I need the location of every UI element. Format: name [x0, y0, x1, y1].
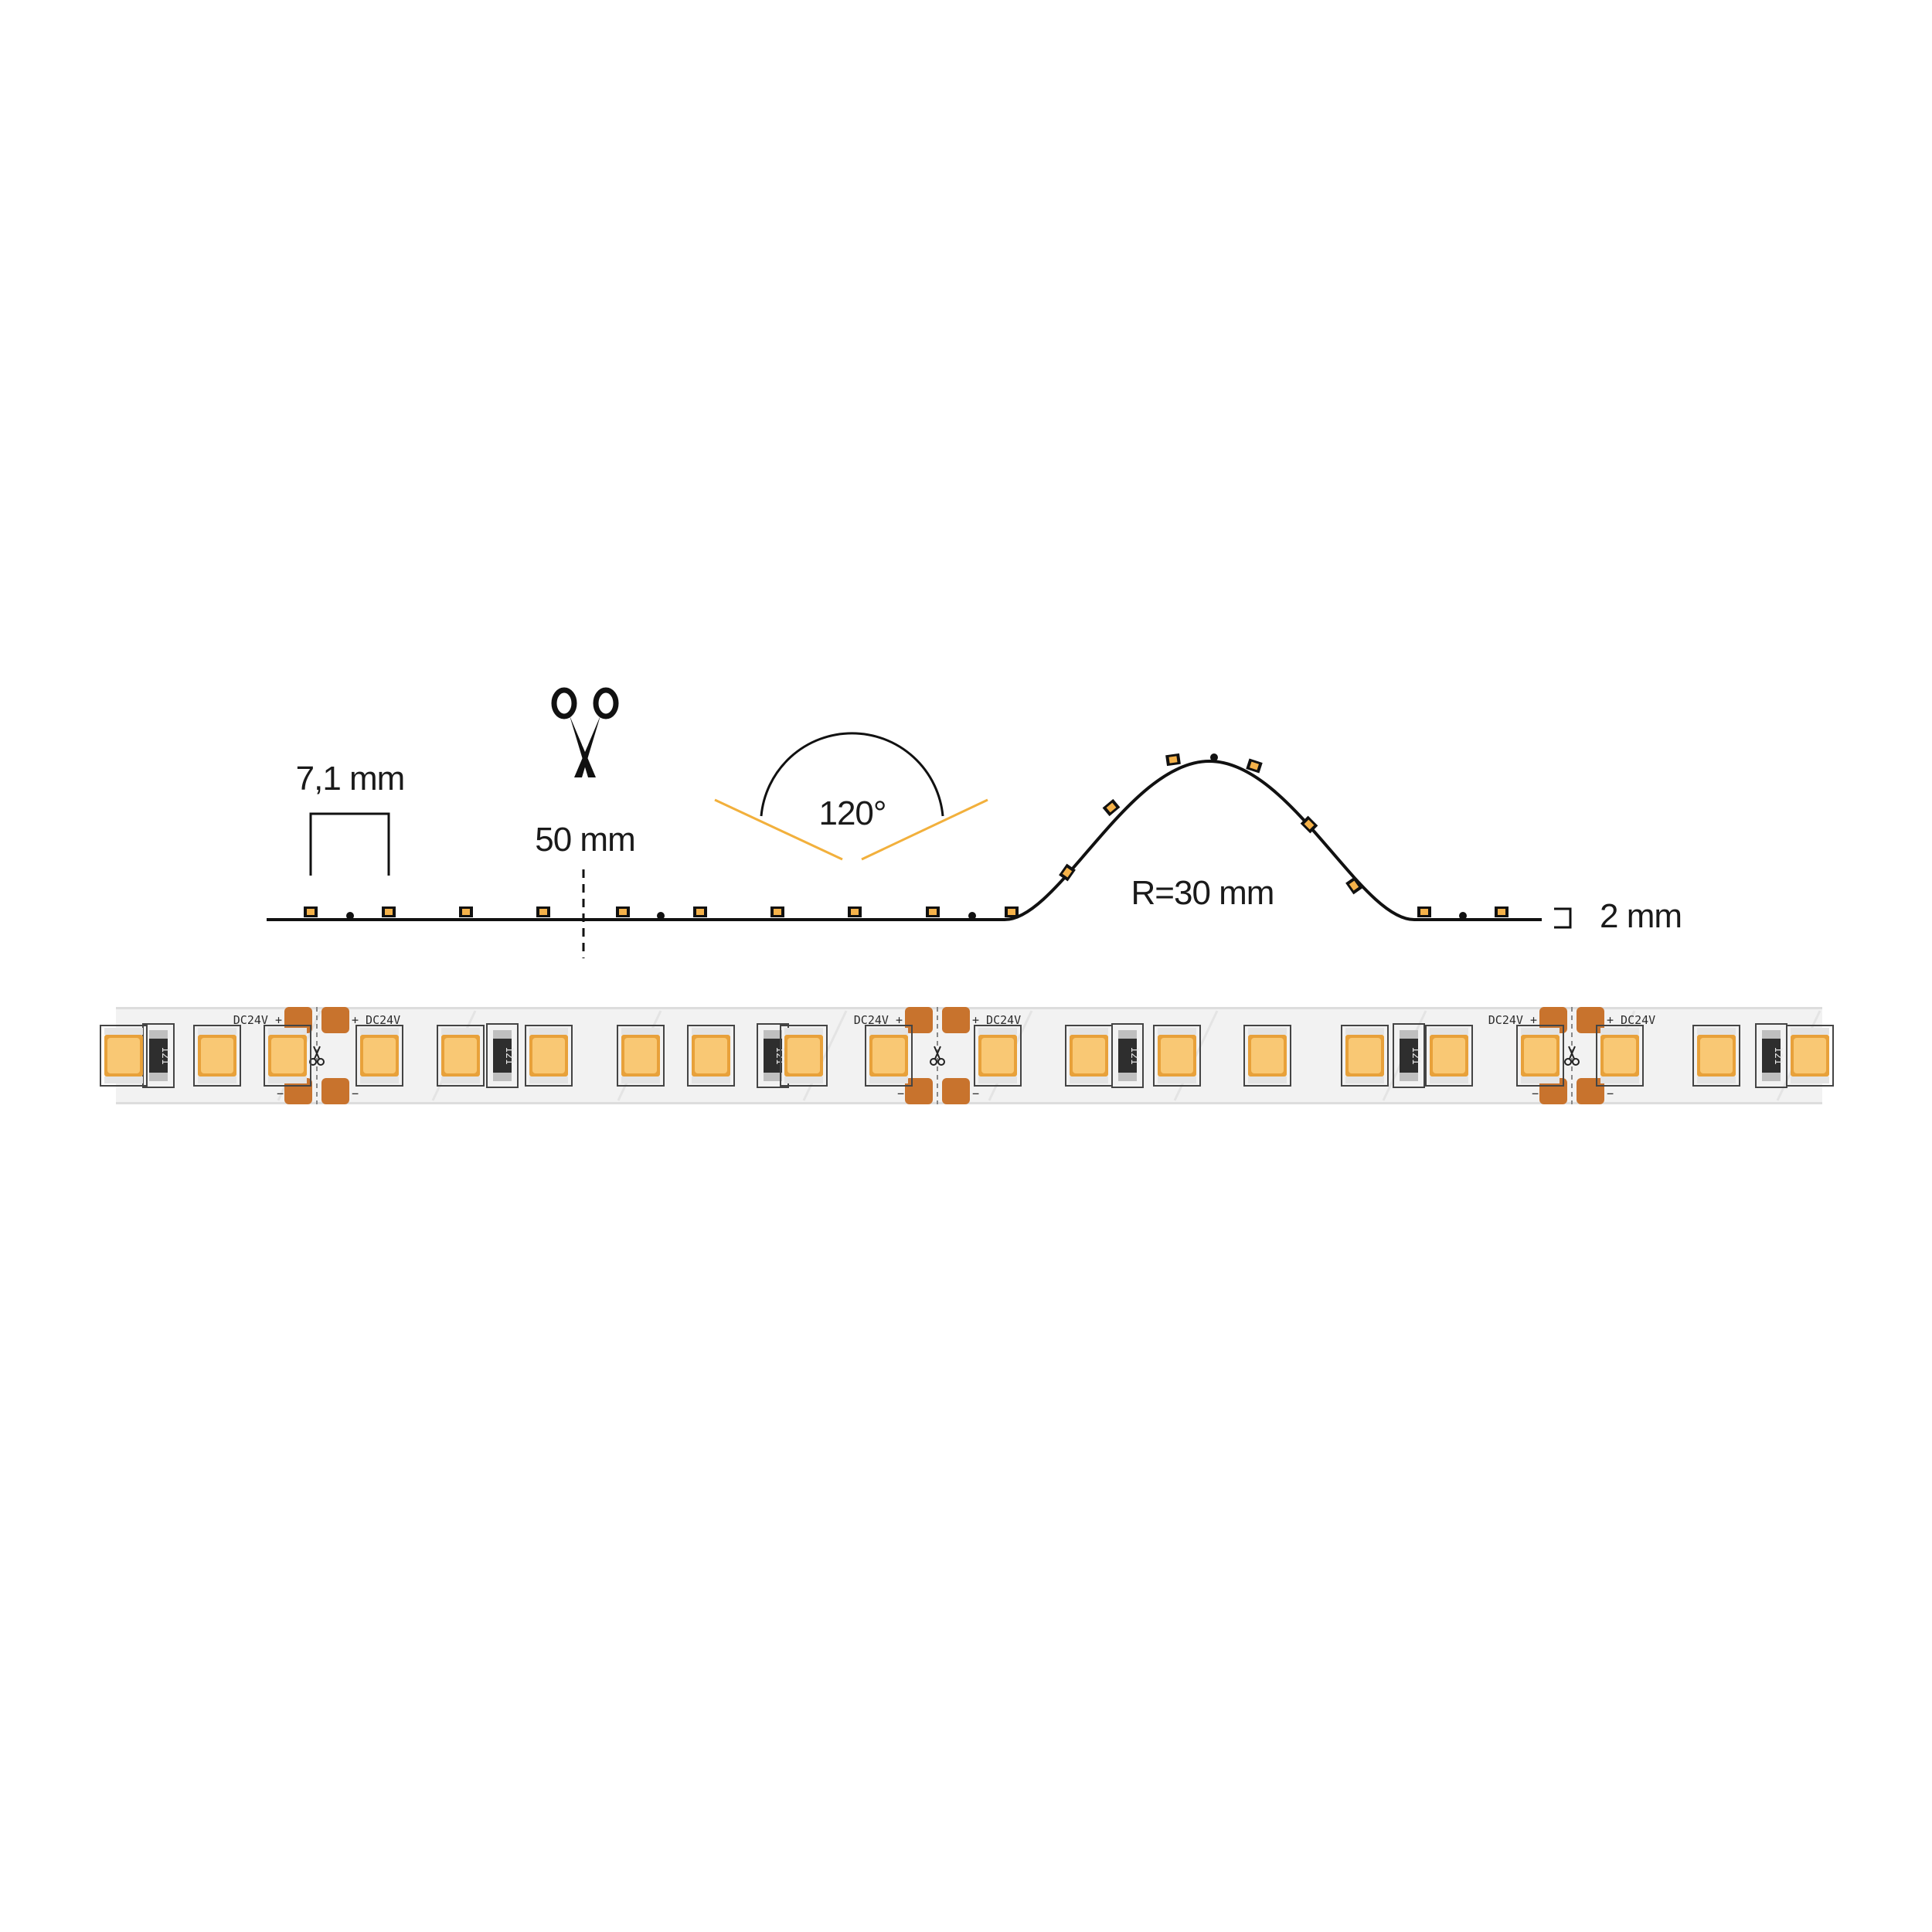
scissors-icon: [1564, 1046, 1580, 1066]
voltage-marking: + DC24V: [1607, 1013, 1655, 1027]
voltage-marking: + DC24V: [972, 1013, 1021, 1027]
strip-led: [617, 1025, 665, 1087]
strip-led: [1243, 1025, 1291, 1087]
profile-led: [1246, 758, 1263, 774]
scissors-icon: [551, 687, 619, 777]
strip-led: [100, 1025, 148, 1087]
profile-resistor-dot: [1210, 753, 1218, 761]
strip-led: [780, 1025, 828, 1087]
cut-mark: 50 mm: [535, 687, 636, 958]
bend-radius-label: R=30 mm: [1131, 874, 1274, 912]
strip-led: [355, 1025, 403, 1087]
profile-led-emitter: [696, 909, 704, 915]
voltage-marking: DC24V +: [1488, 1013, 1537, 1027]
spacing-bracket: [309, 812, 390, 876]
profile-led-emitter: [307, 909, 315, 915]
resistor-code: 121: [159, 1046, 171, 1064]
profile-led-emitter: [619, 909, 627, 915]
beam-angle-indicator: 120°: [714, 732, 988, 861]
strip-components: DC24V + + DC24V − − DC24V + + DC24V − − DC24V + +…: [100, 1007, 1834, 1104]
profile-resistor-dot: [657, 912, 665, 920]
strip-led: [264, 1025, 311, 1087]
voltage-marking: DC24V +: [233, 1013, 282, 1027]
beam-angle-arc: [760, 732, 944, 817]
resistor-code: 121: [774, 1046, 785, 1064]
profile-led-group: [304, 753, 1509, 920]
profile-led-emitter: [929, 909, 937, 915]
strip-led: [1065, 1025, 1113, 1087]
scissors-icon: [309, 1046, 325, 1066]
beam-edge-left: [714, 798, 843, 861]
led-spacing-dimension: 7,1 mm: [296, 760, 405, 876]
strip-led: [1153, 1025, 1201, 1087]
led-spacing-label: 7,1 mm: [296, 760, 405, 798]
led-strip-photo: DC24V + + DC24V − − DC24V + + DC24V − − DC24V + +…: [100, 1007, 1834, 1104]
strip-profile: [267, 753, 1542, 921]
minus-marking: −: [972, 1087, 979, 1100]
profile-led-emitter: [1008, 909, 1015, 915]
thickness-label: 2 mm: [1600, 897, 1682, 935]
strip-resistor: 121: [1111, 1023, 1144, 1088]
profile-led-emitter: [462, 909, 470, 915]
strip-resistor: 121: [757, 1023, 789, 1088]
cut-interval-label: 50 mm: [535, 821, 634, 859]
strip-led: [1786, 1025, 1834, 1087]
profile-led-emitter: [851, 909, 859, 915]
minus-marking: −: [897, 1087, 904, 1100]
resistor-code: 121: [1128, 1046, 1140, 1064]
profile-led-emitter: [539, 909, 547, 915]
profile-led: [1165, 753, 1181, 767]
minus-marking: −: [352, 1087, 359, 1100]
profile-led: [1345, 876, 1362, 895]
resistor-code: 121: [503, 1046, 515, 1064]
solder-pad-cut-point: DC24V + + DC24V − −: [233, 1007, 400, 1104]
strip-led: [1692, 1025, 1740, 1087]
strip-led: [437, 1025, 485, 1087]
minus-marking: −: [1607, 1087, 1614, 1100]
strip-led: [687, 1025, 735, 1087]
profile-led-emitter: [385, 909, 393, 915]
profile-led-emitter: [774, 909, 781, 915]
scissors-icon: [930, 1046, 945, 1066]
solder-pad-cut-point: DC24V + + DC24V − −: [1488, 1007, 1655, 1104]
profile-resistor-dot: [1459, 912, 1467, 920]
resistor-code: 121: [1772, 1046, 1784, 1064]
voltage-marking: DC24V +: [854, 1013, 903, 1027]
profile-resistor-dot: [346, 912, 354, 920]
strip-led: [193, 1025, 241, 1087]
beam-angle-label: 120°: [818, 794, 886, 832]
thickness-dimension: 2 mm: [1554, 897, 1682, 935]
strip-led: [865, 1025, 913, 1087]
strip-led: [525, 1025, 573, 1087]
strip-led: [974, 1025, 1022, 1087]
strip-resistor: 121: [486, 1023, 519, 1088]
strip-resistor: 121: [1393, 1023, 1425, 1088]
strip-led: [1596, 1025, 1644, 1087]
thickness-bracket: [1554, 907, 1572, 929]
strip-led: [1425, 1025, 1473, 1087]
beam-edge-right: [861, 798, 988, 861]
minus-marking: −: [277, 1087, 284, 1100]
strip-led: [1341, 1025, 1389, 1087]
strip-led: [1516, 1025, 1564, 1087]
profile-led: [1102, 798, 1121, 817]
voltage-marking: + DC24V: [352, 1013, 400, 1027]
profile-led-emitter: [1498, 909, 1505, 915]
profile-led-emitter: [1420, 909, 1428, 915]
minus-marking: −: [1532, 1087, 1539, 1100]
resistor-code: 121: [1410, 1046, 1421, 1064]
profile-led: [1300, 815, 1318, 834]
strip-profile-line: [267, 759, 1542, 921]
profile-led: [1059, 863, 1076, 882]
profile-resistor-dot: [968, 912, 976, 920]
